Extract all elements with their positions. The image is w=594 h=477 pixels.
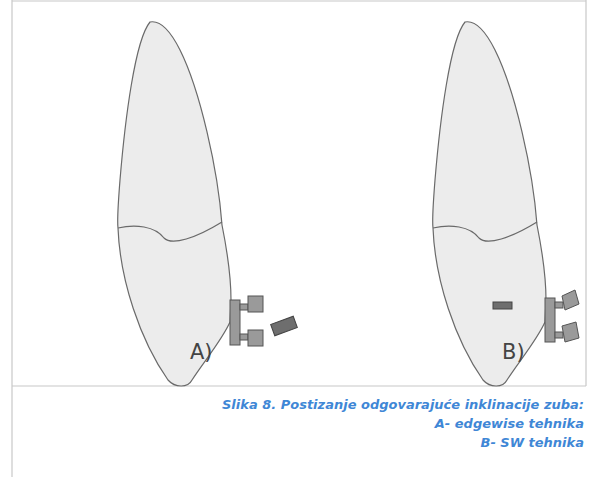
caption-line: A- edgewise tehnika [435, 416, 584, 431]
figure-label: B) [502, 340, 525, 364]
tooth-b [433, 22, 579, 386]
figure-label: A) [190, 340, 213, 364]
figure-caption: Slika 8. Postizanje odgovarajuće inklina… [222, 397, 584, 412]
tooth-a [118, 22, 298, 386]
caption-line: B- SW tehnika [481, 435, 584, 450]
figure-frame [12, 0, 586, 477]
